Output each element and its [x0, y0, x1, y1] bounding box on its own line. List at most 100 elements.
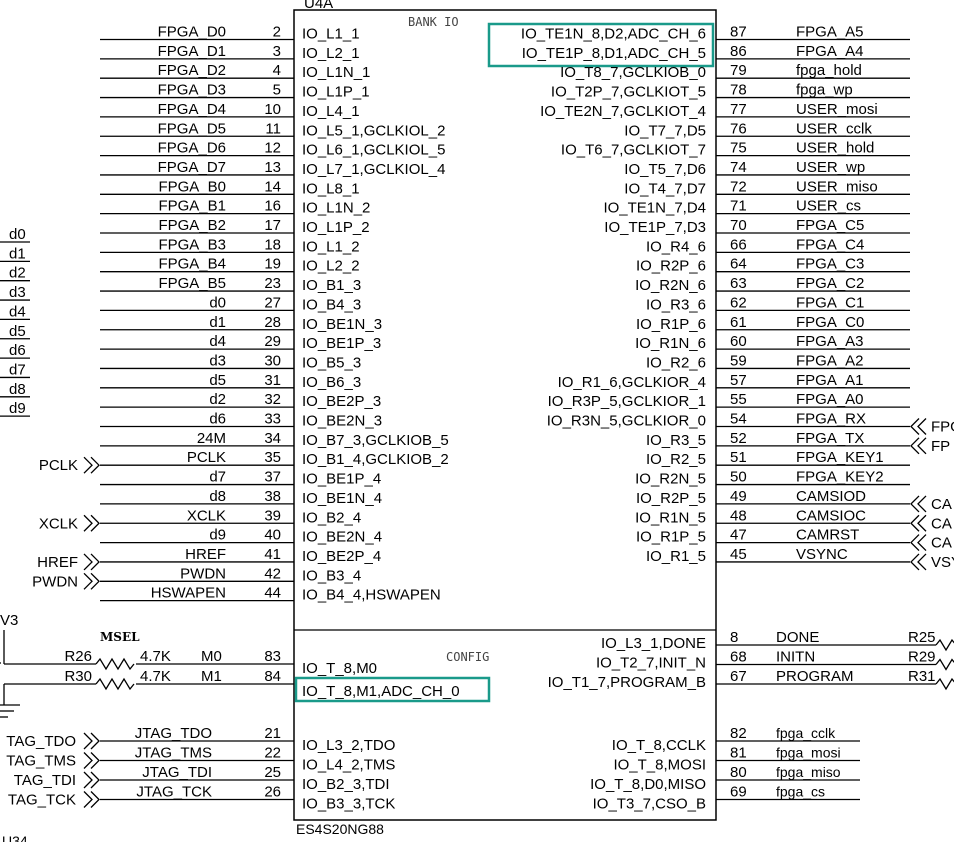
config-net-label: INITN	[776, 649, 815, 666]
pin-number-right: 55	[730, 391, 747, 408]
pin-name-right: IO_T5_7,D6	[624, 161, 706, 178]
config-net-label: DONE	[776, 629, 819, 646]
pin-number-right: 61	[730, 314, 747, 331]
pin-number-right: 48	[730, 507, 747, 524]
pin-name-right: IO_R2N_6	[635, 277, 706, 294]
config-pin-number: 67	[730, 668, 747, 685]
spi-pin-number: 80	[730, 764, 747, 781]
hier-port-label: PWDN	[32, 573, 78, 590]
pin-name-right: IO_T4_7,D7	[624, 180, 706, 197]
port-label: d0	[9, 226, 26, 243]
jtag-pin-name: IO_L4_2,TMS	[302, 757, 395, 774]
pin-number-right: 66	[730, 236, 747, 253]
net-label-right: FPGA_C2	[796, 275, 864, 292]
net-label-left: PWDN	[180, 565, 226, 582]
pin-number-left: 44	[264, 585, 281, 602]
pin-number-right: 77	[730, 101, 747, 118]
net-label-left: d3	[209, 352, 226, 369]
jtag-pin-number: 22	[264, 745, 281, 762]
pin-number-left: 35	[264, 449, 281, 466]
jtag-net-label: JTAG_TCK	[136, 784, 212, 801]
pin-number-left: 14	[264, 178, 281, 195]
hier-arrow-right	[910, 418, 927, 435]
net-label-right: USER_hold	[796, 140, 874, 157]
net-label-left: d6	[209, 411, 226, 428]
spi-net-label: fpga_cs	[776, 784, 825, 800]
pin-name-left: IO_L1N_1	[302, 64, 370, 81]
hier-port-label-right: FPG	[931, 419, 954, 436]
hier-arrow-left	[83, 572, 100, 590]
pin-number-left: 31	[264, 372, 281, 389]
net-label-right: USER_wp	[796, 159, 865, 176]
port-label: d2	[9, 265, 26, 282]
hier-port-label: PCLK	[39, 457, 78, 474]
hier-arrow-left	[83, 456, 100, 474]
port-label: d3	[9, 284, 26, 301]
net-label-right: FPGA_A4	[796, 43, 864, 60]
pin-number-left: 19	[264, 256, 281, 273]
jtag-net-label: JTAG_TDI	[142, 764, 212, 781]
jtag-pin-number: 25	[264, 764, 281, 781]
r30-value: 4.7K	[140, 668, 171, 685]
net-label-right: fpga_wp	[796, 82, 853, 99]
net-label-right: USER_cclk	[796, 120, 872, 137]
net-label-left: FPGA_D7	[158, 159, 226, 176]
pin-number-right: 76	[730, 120, 747, 137]
m0-pin-number: 83	[264, 648, 281, 665]
pin-name-left: IO_L1P_1	[302, 84, 370, 101]
net-label-left: d9	[209, 527, 226, 544]
pin-number-right: 60	[730, 333, 747, 350]
pin-number-left: 13	[264, 159, 281, 176]
jtag-hier-arrow	[83, 791, 100, 808]
port-label: d5	[9, 323, 26, 340]
net-label-right: CAMSIOD	[796, 488, 866, 505]
highlight-adc-ch5-ch6	[487, 22, 715, 68]
pin-name-left: IO_L2_2	[302, 258, 360, 275]
port-label: d1	[9, 245, 26, 262]
r30-label: R30	[64, 668, 92, 685]
pin-name-right: IO_R2P_5	[636, 490, 706, 507]
pin-number-left: 38	[264, 488, 281, 505]
pin-name-left: IO_L7_1,GCLKIOL_4	[302, 161, 445, 178]
hier-port-label: XCLK	[39, 515, 78, 532]
jtag-pin-number: 21	[264, 725, 281, 742]
config-resistor-label: R25	[908, 629, 936, 646]
config-label: CONFIG	[446, 650, 489, 664]
pin-name-left: IO_L1_1	[302, 26, 360, 43]
port-label: d4	[9, 303, 26, 320]
pin-name-right: IO_TE1P_8,D1,ADC_CH_5	[522, 45, 706, 62]
pin-name-left: IO_B4_3	[302, 296, 361, 313]
pin-number-left: 33	[264, 411, 281, 428]
pin-name-left: IO_L5_1,GCLKIOL_2	[302, 122, 445, 139]
hier-arrow-right	[910, 437, 927, 455]
m0-pin-name: IO_T_8,M0	[302, 660, 377, 677]
net-label-left: FPGA_D3	[158, 82, 226, 99]
pin-number-right: 50	[730, 469, 747, 486]
pin-name-left: IO_BE1P_3	[302, 335, 381, 352]
pin-name-left: IO_B6_3	[302, 374, 361, 391]
net-label-left: d5	[209, 372, 226, 389]
pin-number-left: 12	[264, 140, 281, 157]
net-label-right: FPGA_C4	[796, 236, 864, 253]
m0-net-label: M0	[201, 648, 222, 665]
pin-number-left: 11	[265, 120, 281, 137]
pin-name-left: IO_L1N_2	[302, 200, 370, 217]
net-label-left: FPGA_D1	[158, 43, 226, 60]
pin-number-right: 74	[730, 159, 747, 176]
m1-pin-name: IO_T_8,M1,ADC_CH_0	[302, 683, 460, 700]
jtag-port-label: TAG_TCK	[8, 792, 76, 809]
net-label-right: CAMRST	[796, 527, 859, 544]
pin-name-left: IO_L2_1	[302, 45, 360, 62]
config-resistor-label: R29	[908, 649, 936, 666]
spi-pin-name: IO_T3_7,CSO_B	[593, 796, 706, 813]
net-label-left: d1	[209, 314, 226, 331]
net-label-right: FPGA_A3	[796, 333, 864, 350]
pin-name-right: IO_R2P_6	[636, 258, 706, 275]
net-label-right: FPGA_C5	[796, 217, 864, 234]
pin-name-right: IO_TE2N_7,GCLKIOT_4	[540, 103, 706, 120]
net-label-right: USER_cs	[796, 198, 861, 215]
pin-number-right: 78	[730, 82, 747, 99]
pin-name-left: IO_BE1N_3	[302, 316, 382, 333]
net-label-left: d7	[209, 469, 226, 486]
